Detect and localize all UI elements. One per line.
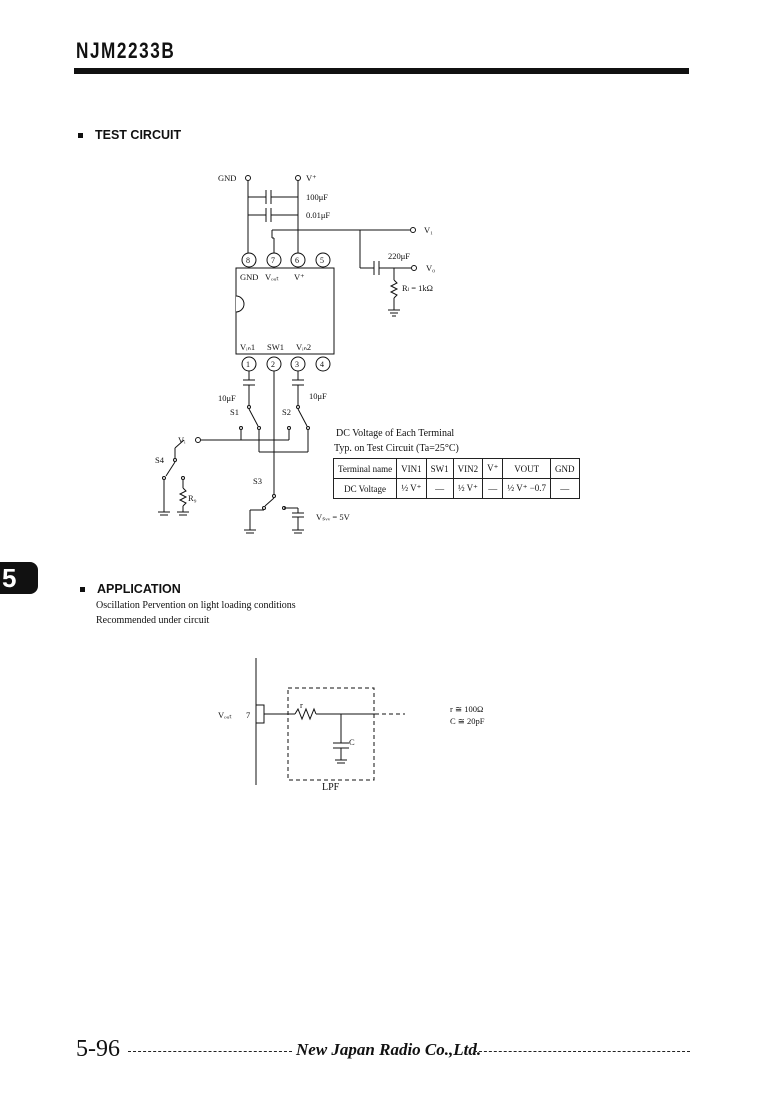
label-100uf: 100μF	[306, 192, 329, 202]
pin-label-v: V⁺	[294, 272, 305, 282]
label-10uf-a: 10μF	[218, 393, 236, 403]
table-cell: ½ V⁺ −0.7	[502, 478, 552, 499]
table-cell: —	[550, 478, 580, 499]
bullet-square-icon	[80, 587, 85, 593]
label-gnd: GND	[218, 173, 237, 183]
title-rule	[74, 68, 689, 74]
application-line-2: Recommended under circuit	[96, 615, 210, 626]
pin-label-vout: Vₒᵤₜ	[265, 272, 279, 282]
label-vi: Vᵢ	[178, 435, 186, 445]
pin-label-gnd: GND	[240, 272, 259, 282]
gnd-terminal	[245, 175, 251, 181]
label-220uf: 220μF	[388, 251, 411, 261]
label-v1: V₁	[424, 225, 434, 235]
pin-8-number: 8	[246, 256, 250, 265]
footer-rule-left	[128, 1051, 292, 1052]
pin-4-number: 4	[320, 360, 324, 369]
table-cell: DC Voltage	[332, 478, 398, 499]
label-vplus: V⁺	[306, 173, 317, 183]
app-label-c: C	[349, 737, 355, 747]
label-10uf-b: 10μF	[309, 391, 327, 401]
footer-brand: New Japan Radio Co.,Ltd.	[296, 1040, 482, 1059]
vplus-terminal	[295, 175, 301, 181]
label-s2: S2	[282, 407, 291, 417]
table-header: SW1	[425, 458, 454, 479]
application-heading: APPLICATION	[80, 582, 181, 596]
table-row: DC Voltage ½ V⁺ — ½ V⁺ — ½ V⁺ −0.7 —	[332, 478, 580, 499]
label-s1: S1	[230, 407, 239, 417]
app-label-r: r	[300, 700, 303, 710]
dc-voltage-table: Terminal name VIN1 SW1 VIN2 V⁺ VOUT GND …	[332, 458, 580, 499]
app-label-pin7: 7	[246, 710, 251, 720]
app-label-lpf: LPF	[322, 782, 340, 793]
table-cell: —	[482, 478, 504, 499]
label-s3: S3	[253, 476, 262, 486]
app-note-c: C ≅ 20pF	[450, 716, 485, 726]
pin-3-number: 3	[295, 360, 299, 369]
app-note-r: r ≅ 100Ω	[450, 704, 484, 714]
bullet-square-icon	[78, 133, 83, 139]
pin-5-number: 5	[320, 256, 324, 265]
page-title: NJM2233B	[76, 38, 176, 63]
table-header-row: Terminal name VIN1 SW1 VIN2 V⁺ VOUT GND	[332, 458, 580, 479]
page-number: 5-96	[76, 1036, 120, 1062]
label-rl: Rₗ = 1kΩ	[402, 283, 433, 293]
dc-voltage-subtitle: Typ. on Test Circuit (Ta=25°C)	[334, 443, 459, 454]
table-cell: —	[425, 478, 454, 499]
label-vo: V₀	[426, 263, 436, 273]
pin-label-vin1: Vᵢₙ1	[240, 342, 256, 352]
label-001uf: 0.01μF	[306, 210, 331, 220]
label-rg: R₉	[188, 493, 197, 503]
pin-1-number: 1	[246, 360, 250, 369]
application-heading-text: APPLICATION	[97, 582, 181, 596]
pin-label-sw1: SW1	[267, 342, 284, 352]
dc-voltage-title: DC Voltage of Each Terminal	[336, 428, 455, 439]
pin-7-number: 7	[271, 256, 275, 265]
application-line-1: Oscillation Pervention on light loading …	[96, 600, 296, 611]
chapter-tab: 5	[0, 562, 38, 594]
pin-label-vin2: Vᵢₙ2	[296, 342, 312, 352]
test-circuit-heading-text: TEST CIRCUIT	[95, 128, 182, 142]
label-s4: S4	[155, 455, 164, 465]
footer-rule-right	[474, 1051, 690, 1052]
test-circuit-heading: TEST CIRCUIT	[78, 128, 181, 142]
label-vsw: Vₛᵥᵥ = 5V	[316, 512, 350, 522]
pin-6-number: 6	[295, 256, 299, 265]
pin-2-number: 2	[271, 360, 275, 369]
app-label-vout: Vₒᵤₜ	[218, 710, 232, 720]
